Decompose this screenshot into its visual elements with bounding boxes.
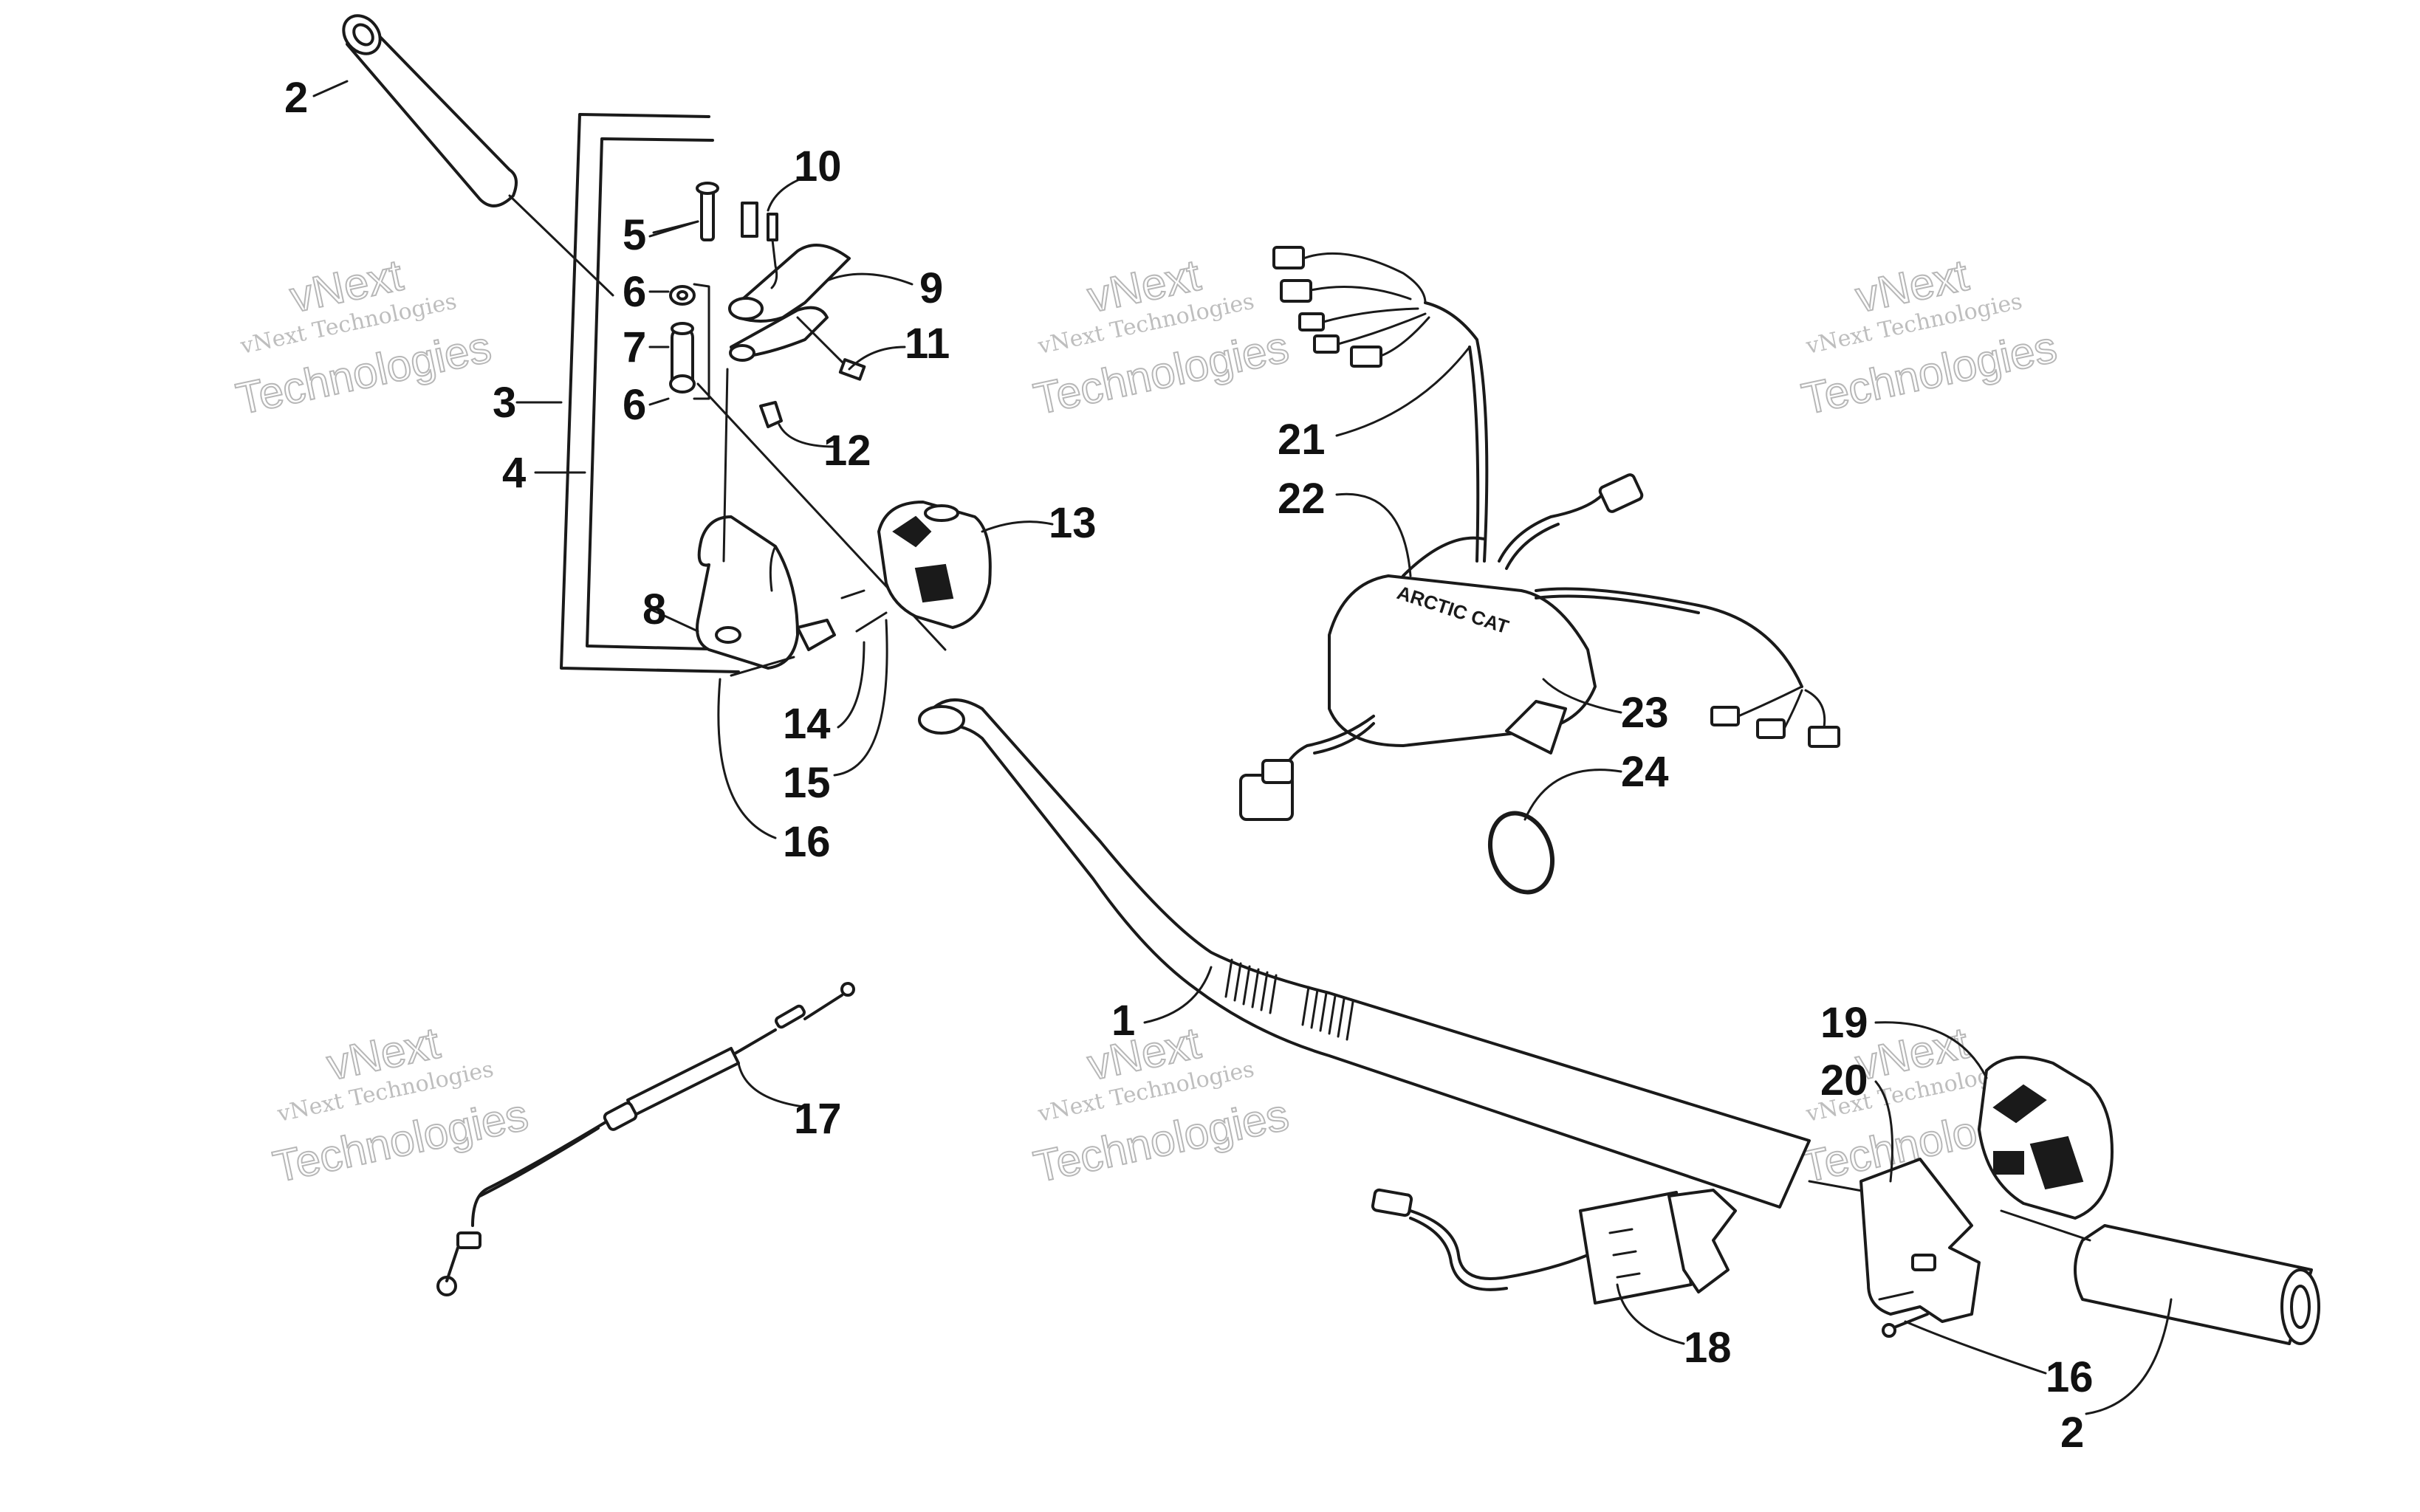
- handlebar: [918, 698, 1892, 1209]
- watermark-top-left: vNext vNext Technologies Technologies: [231, 250, 496, 425]
- callout-8: 8: [642, 585, 666, 633]
- callout-12: 12: [823, 427, 871, 475]
- callout-14: 14: [783, 700, 831, 748]
- callout-11: 11: [905, 320, 950, 368]
- bracket-lines: [515, 113, 740, 673]
- callout-21: 21: [1278, 416, 1326, 464]
- callout-22: 22: [1278, 475, 1326, 523]
- callout-7: 7: [623, 323, 646, 371]
- callout-15: 15: [783, 759, 831, 807]
- callout-17: 17: [794, 1095, 842, 1143]
- watermark-bottom-left: vNext vNext Technologies Technologies: [268, 1017, 533, 1193]
- callout-4: 4: [502, 449, 526, 497]
- callout-24: 24: [1621, 748, 1669, 796]
- knurl-2: [1301, 986, 1354, 1041]
- watermark-group: vNext vNext Technologies Technologies vN…: [231, 250, 2062, 1193]
- right-switch-housing: [1978, 1056, 2114, 1220]
- right-screw: [1882, 1313, 1929, 1338]
- leader-lines: [312, 80, 2173, 1415]
- callout-20: 20: [1820, 1056, 1868, 1104]
- callout-2-right: 2: [2060, 1409, 2084, 1457]
- callout-labels: 2 3 4 5 6 7 6 8 9 10 11 12 13 14 15 16 1…: [284, 74, 2094, 1457]
- callout-18: 18: [1684, 1324, 1732, 1372]
- right-lower-housing: [1859, 1158, 1981, 1323]
- callout-19: 19: [1820, 999, 1868, 1047]
- throttle-cable: [436, 982, 855, 1296]
- callout-3: 3: [493, 379, 516, 427]
- callout-23: 23: [1621, 689, 1669, 737]
- callout-16-left: 16: [783, 818, 831, 866]
- callout-10: 10: [794, 142, 842, 190]
- callout-6-top: 6: [623, 268, 646, 316]
- left-housing: [696, 368, 947, 677]
- callout-5: 5: [623, 211, 646, 259]
- left-grip: [342, 14, 614, 297]
- brake-lever: [728, 202, 866, 428]
- band-clamp: [1487, 811, 1555, 895]
- harness-connectors: [1239, 246, 1840, 821]
- knurl-1: [1224, 958, 1278, 1014]
- callout-2-left: 2: [284, 74, 308, 122]
- callout-1: 1: [1111, 997, 1135, 1045]
- callout-9: 9: [919, 264, 943, 312]
- pivot-hardware: [648, 182, 719, 400]
- hand-warmer-module: ARCTIC CAT: [1283, 301, 1803, 769]
- watermark-top-right: vNext vNext Technologies Technologies: [1797, 250, 2062, 425]
- watermark-top-center: vNext vNext Technologies Technologies: [1029, 250, 1294, 425]
- callout-6-bottom: 6: [623, 381, 646, 429]
- watermark-bottom-center: vNext vNext Technologies Technologies: [1029, 1017, 1294, 1193]
- heater-element: [1371, 1188, 1737, 1305]
- throttle-housing: [877, 501, 992, 629]
- callout-16-right: 16: [2046, 1353, 2094, 1401]
- right-grip: [2000, 1209, 2320, 1345]
- callout-13: 13: [1049, 499, 1097, 547]
